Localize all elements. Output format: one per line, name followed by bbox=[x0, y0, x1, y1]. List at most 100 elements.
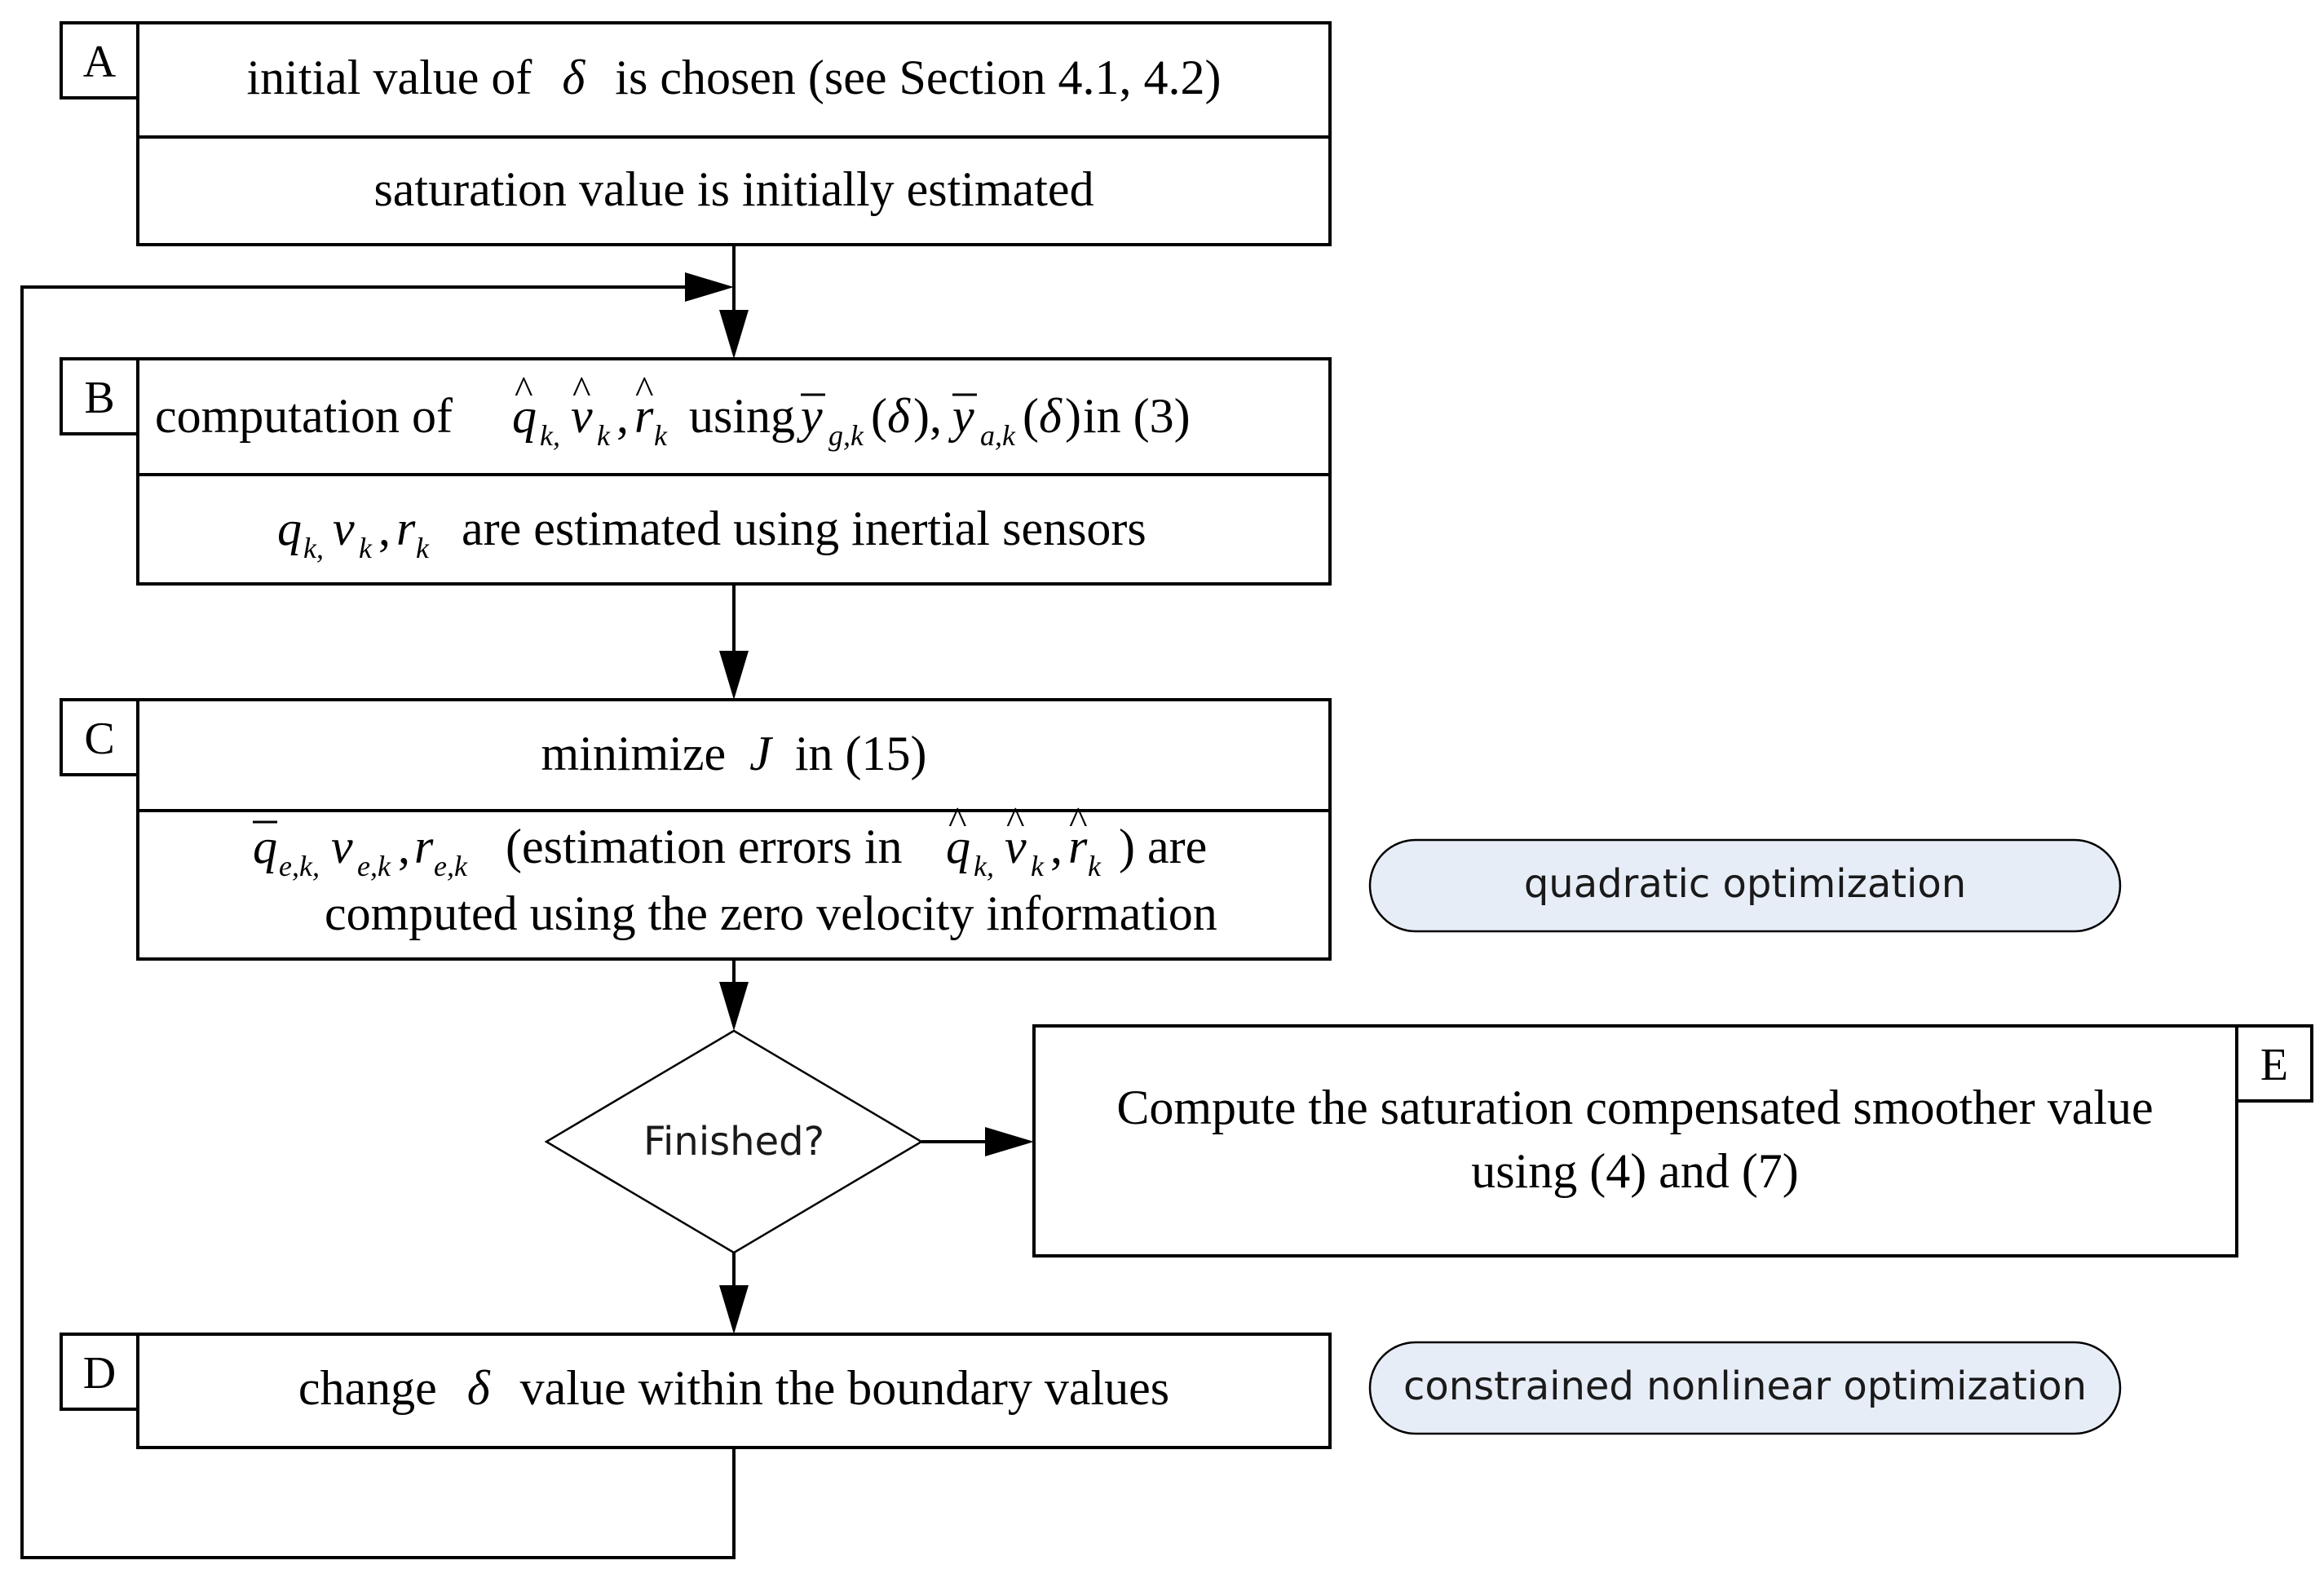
svg-text:,: , bbox=[1050, 820, 1063, 873]
svg-text:,: , bbox=[378, 502, 391, 555]
delta-symbol-d: δ bbox=[467, 1361, 491, 1415]
svg-text:y: y bbox=[948, 389, 974, 443]
svg-text:^: ^ bbox=[572, 369, 591, 412]
svg-text:v: v bbox=[571, 389, 593, 443]
decision-label: Finished? bbox=[643, 1119, 824, 1165]
block-a: A initial value of δ is chosen (see Sect… bbox=[60, 21, 1332, 246]
block-e-tag: E bbox=[2260, 1040, 2288, 1090]
block-d-tag: D bbox=[83, 1348, 116, 1399]
block-a-tag-box bbox=[60, 21, 139, 99]
note-quadratic-label: quadratic optimization bbox=[1524, 861, 1966, 907]
block-e-tag-box bbox=[2235, 1024, 2313, 1103]
svg-text:),: ), bbox=[913, 389, 942, 443]
svg-text:e,k: e,k bbox=[434, 850, 468, 882]
svg-text:v: v bbox=[331, 820, 353, 873]
block-c-line2-mid: (estimation errors in bbox=[506, 820, 903, 873]
note-quadratic-pill bbox=[1368, 838, 2122, 933]
svg-text:r: r bbox=[634, 389, 654, 443]
arrow-decision-to-e-head bbox=[985, 1127, 1034, 1156]
block-b-line1-pre: computation of bbox=[155, 389, 453, 443]
svg-text:k: k bbox=[597, 419, 611, 452]
decision-finished: Finished? bbox=[544, 1029, 924, 1254]
arrow-b-to-c-head bbox=[719, 651, 749, 700]
block-d: D change δ value within the boundary val… bbox=[60, 1333, 1332, 1449]
svg-text:q: q bbox=[512, 389, 537, 443]
svg-text:v: v bbox=[1005, 820, 1027, 873]
svg-text:,: , bbox=[616, 389, 629, 443]
block-b-line1: computation of bbox=[155, 389, 453, 443]
svg-text:e,k,: e,k, bbox=[279, 850, 320, 882]
svg-text:k: k bbox=[654, 419, 668, 452]
svg-text:q: q bbox=[277, 502, 302, 555]
note-quadratic-optimization: quadratic optimization bbox=[1368, 838, 2122, 933]
svg-text:k,: k, bbox=[974, 850, 994, 882]
ybar-symbols: y g,k ( δ ), y a,k ( δ ) bbox=[796, 389, 1081, 452]
svg-text:,: , bbox=[398, 820, 410, 873]
svg-text:e,k: e,k bbox=[357, 850, 391, 882]
hat-estimates-symbols: q ^ k, v ^ k , r ^ k bbox=[512, 369, 668, 452]
block-b-line1-mid: using bbox=[689, 389, 795, 443]
block-c-tag: C bbox=[84, 714, 114, 764]
svg-text:^: ^ bbox=[948, 799, 967, 842]
arrow-c-to-decision-head bbox=[719, 982, 749, 1031]
block-c-line1: minimize J in (15) bbox=[541, 727, 927, 780]
svg-text:v: v bbox=[333, 502, 355, 555]
svg-text:δ: δ bbox=[1039, 389, 1063, 443]
error-symbols: q e,k, v e,k , r e,k bbox=[253, 820, 468, 882]
svg-text:k,: k, bbox=[540, 419, 560, 452]
note-constrained-pill bbox=[1368, 1341, 2122, 1435]
svg-text:r: r bbox=[396, 502, 416, 555]
hat-estimates-symbols-c: q ^ k, v ^ k , r ^ k bbox=[946, 799, 1102, 882]
arrow-a-to-b-head bbox=[719, 310, 749, 359]
block-b-tag-box bbox=[60, 357, 139, 435]
loop-back-arrowhead bbox=[685, 272, 734, 302]
block-c: C minimize J in (15) q e,k, v e,k , r e,… bbox=[60, 698, 1332, 961]
block-d-line1: change δ value within the boundary value… bbox=[298, 1361, 1169, 1415]
block-d-line1-post: value within the boundary values bbox=[520, 1361, 1169, 1415]
svg-text:k,: k, bbox=[303, 532, 324, 564]
svg-text:(: ( bbox=[1023, 389, 1039, 443]
block-a-line1-post: is chosen (see Section 4.1, 4.2) bbox=[615, 51, 1221, 104]
block-e-frame bbox=[1032, 1024, 2238, 1258]
svg-text:q: q bbox=[946, 820, 970, 873]
block-c-line1-pre: minimize bbox=[541, 727, 727, 780]
j-symbol: J bbox=[749, 727, 773, 780]
block-e-line2: using (4) and (7) bbox=[1471, 1144, 1799, 1198]
block-b-frame bbox=[136, 357, 1332, 586]
svg-text:k: k bbox=[1088, 850, 1102, 882]
svg-text:): ) bbox=[1065, 389, 1081, 443]
svg-text:k: k bbox=[416, 532, 430, 564]
block-c-line1-post: in (15) bbox=[795, 727, 927, 780]
svg-text:^: ^ bbox=[515, 369, 533, 412]
svg-text:k: k bbox=[359, 532, 373, 564]
svg-text:g,k: g,k bbox=[828, 419, 864, 452]
block-b-tag: B bbox=[84, 373, 114, 423]
block-b-line2-post: are estimated using inertial sensors bbox=[462, 502, 1147, 555]
block-c-tag-box bbox=[60, 698, 139, 776]
block-a-line1-pre: initial value of bbox=[247, 51, 532, 104]
svg-text:q: q bbox=[253, 820, 277, 873]
block-a-tag: A bbox=[83, 37, 117, 87]
svg-text:^: ^ bbox=[1069, 799, 1088, 842]
block-a-line1: initial value of δ is chosen (see Sectio… bbox=[247, 51, 1222, 104]
note-constrained-optimization: constrained nonlinear optimization bbox=[1368, 1341, 2122, 1435]
qvr-symbols: q k, v k , r k bbox=[277, 502, 430, 564]
svg-text:(: ( bbox=[871, 389, 887, 443]
svg-text:k: k bbox=[1031, 850, 1045, 882]
note-constrained-label: constrained nonlinear optimization bbox=[1403, 1364, 2087, 1409]
arrow-decision-to-d-head bbox=[719, 1285, 749, 1334]
svg-text:y: y bbox=[796, 389, 823, 443]
block-c-line2-post: ) are bbox=[1119, 820, 1207, 873]
delta-symbol: δ bbox=[562, 51, 585, 104]
block-a-line2: saturation value is initially estimated bbox=[373, 162, 1094, 216]
svg-text:a,k: a,k bbox=[980, 419, 1016, 452]
svg-text:r: r bbox=[1068, 820, 1088, 873]
block-d-line1-pre: change bbox=[298, 1361, 437, 1415]
svg-text:^: ^ bbox=[635, 369, 654, 412]
block-c-line3: computed using the zero velocity informa… bbox=[325, 886, 1217, 940]
svg-text:^: ^ bbox=[1006, 799, 1025, 842]
block-e: E Compute the saturation compensated smo… bbox=[1032, 1024, 2313, 1258]
block-c-frame bbox=[136, 698, 1332, 961]
block-d-tag-box bbox=[60, 1333, 139, 1411]
